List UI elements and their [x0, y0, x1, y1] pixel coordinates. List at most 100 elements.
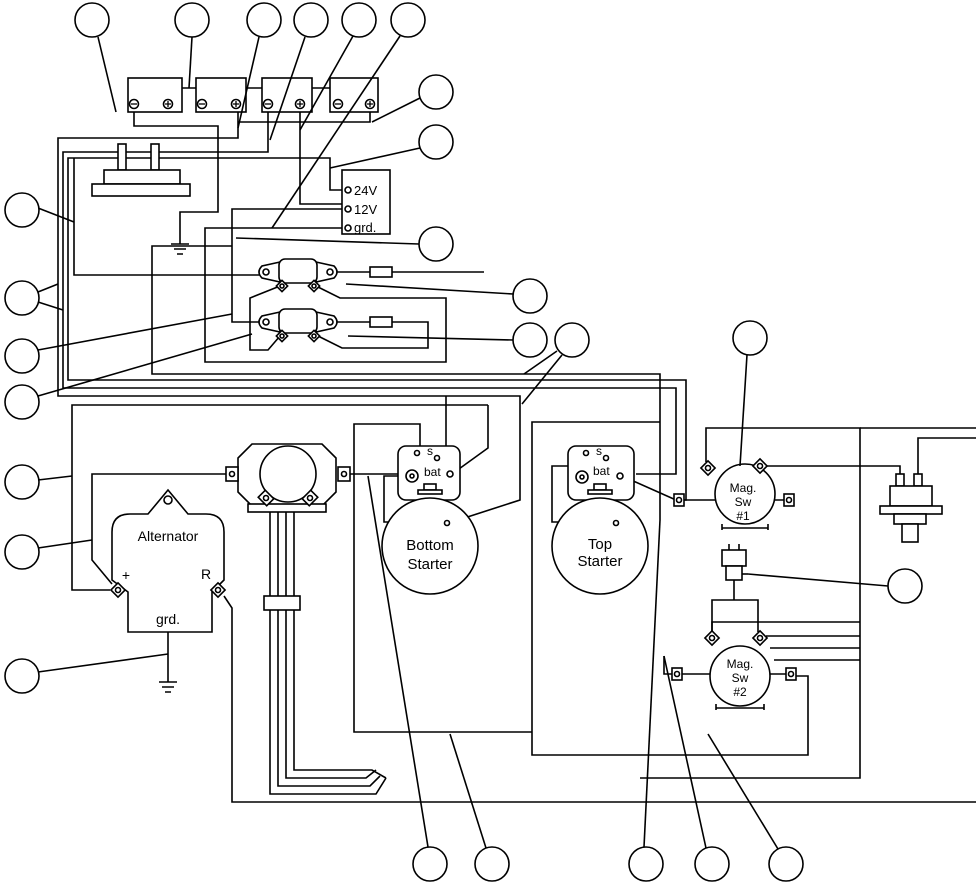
mag-switch-terminal	[785, 667, 797, 681]
callout-leader	[449, 733, 487, 849]
callout-circle	[74, 2, 110, 38]
regulator-body	[278, 308, 318, 334]
solenoid-leads	[728, 544, 740, 550]
starter-s-label: s	[596, 444, 602, 458]
pressure-switch-body	[889, 485, 933, 507]
callout-circle	[512, 278, 548, 314]
starter-motor-terminal	[612, 519, 620, 527]
regulator-terminal	[262, 268, 270, 276]
starter-s-terminal	[582, 449, 590, 457]
relay	[91, 143, 191, 197]
terminal-box-frame	[341, 169, 391, 235]
starter-small-terminal	[602, 454, 610, 462]
callout-circle	[694, 846, 730, 882]
cable-clamp	[263, 595, 301, 611]
callout-circle	[390, 2, 426, 38]
callout-circle	[4, 464, 40, 500]
regulator-terminal	[326, 318, 334, 326]
magnetic-switch-2: Mag. Sw #2	[671, 629, 797, 710]
callout-leader	[371, 97, 421, 123]
terminal-grd	[344, 224, 352, 232]
wire-regulator1-left	[73, 158, 262, 276]
mag-switch-terminal	[671, 667, 683, 681]
terminal-24v	[344, 186, 352, 194]
cable-bundle-wire-3	[285, 512, 377, 779]
mag-switch-terminal	[751, 629, 769, 647]
callout-leader	[329, 147, 421, 169]
junction-block	[225, 443, 351, 611]
pressure-switch-stem	[901, 523, 919, 543]
starter-plunger	[423, 483, 437, 491]
regulator-2	[258, 308, 338, 343]
wire-ground-loop	[204, 227, 447, 363]
starter-small-terminal	[433, 454, 441, 462]
terminal-12v	[344, 205, 352, 213]
callout-leaders	[37, 35, 889, 850]
ground-icon	[159, 681, 177, 693]
pressure-switch-terminal	[913, 473, 923, 487]
callout-circle	[887, 568, 923, 604]
callout-circle	[418, 124, 454, 160]
junction-terminal-left	[225, 466, 239, 482]
mag-switch-label-line2: Sw	[732, 671, 749, 685]
callout-leader	[739, 354, 748, 467]
wire-frame-left	[353, 423, 532, 733]
starter-motor	[381, 497, 479, 595]
mag-switch-terminal	[783, 493, 795, 507]
pressure-switch-hex	[893, 513, 927, 525]
regulator-1	[258, 258, 338, 293]
resistor-1	[369, 266, 393, 278]
wire-pressure-switch-out	[917, 437, 976, 480]
callout-leader	[37, 283, 64, 311]
alternator-plus-label: +	[122, 567, 130, 583]
battery-negative-terminal-icon	[332, 98, 344, 110]
relay-post-left	[117, 143, 127, 171]
battery-4	[329, 77, 379, 113]
pressure-switch	[879, 473, 943, 543]
mag-switch-label-line3: #2	[733, 685, 747, 699]
callout-circle	[4, 384, 40, 420]
callout-leader	[37, 653, 169, 673]
battery-positive-terminal-icon	[294, 98, 306, 110]
callout-leader	[188, 36, 193, 89]
callout-circle	[474, 846, 510, 882]
mag-switch-label-line1: Mag.	[730, 481, 757, 495]
battery-1	[127, 77, 183, 113]
regulator-terminal	[326, 268, 334, 276]
battery-positive-terminal-icon	[162, 98, 174, 110]
callout-circle	[418, 74, 454, 110]
callout-leader	[269, 36, 306, 141]
starter-motor	[551, 497, 649, 595]
callout-leader	[367, 475, 429, 848]
starter-bat-label: bat	[424, 465, 441, 479]
callout-leader	[37, 539, 93, 549]
wire-frame-mid	[531, 421, 809, 756]
junction-terminal-bottom-right	[301, 489, 319, 507]
top-starter: s bat Top Starter	[551, 444, 649, 595]
ground-icon	[171, 243, 189, 255]
voltage-terminal-box: 24V 12V grd.	[341, 169, 391, 235]
callout-leader	[643, 519, 661, 848]
mag-switch-base	[721, 524, 769, 530]
starter-label-line1: Bottom	[406, 537, 454, 554]
relay-housing	[103, 169, 181, 185]
alternator-housing	[111, 488, 225, 633]
mag-switch-terminal	[703, 629, 721, 647]
alternator-plus-terminal	[109, 581, 127, 599]
wire-bus-c	[67, 157, 687, 501]
callout-circle	[418, 226, 454, 262]
wire-bus-a	[57, 108, 521, 523]
callout-leader	[235, 237, 420, 245]
junction-block-base	[247, 503, 327, 513]
starter-main-terminal-stud	[579, 474, 585, 480]
starter-label-line1: Top	[588, 536, 612, 553]
magnetic-switch-1: Mag. Sw #1	[673, 457, 795, 530]
callout-circle	[293, 2, 329, 38]
callout-leader	[347, 335, 514, 341]
battery-negative-terminal-icon	[128, 98, 140, 110]
callout-circle	[4, 192, 40, 228]
starter-plunger-tab	[417, 489, 443, 495]
label-grd: grd.	[354, 220, 376, 235]
callout-circle	[246, 2, 282, 38]
pressure-switch-flange	[879, 505, 943, 515]
